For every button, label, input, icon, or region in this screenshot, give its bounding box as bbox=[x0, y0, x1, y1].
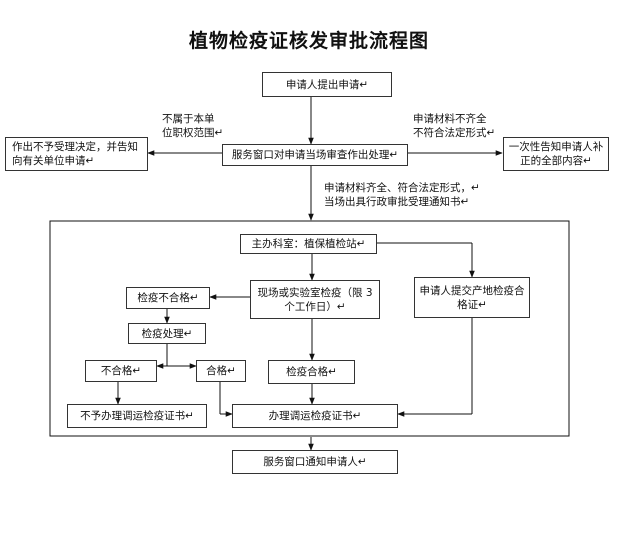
process-frame bbox=[49, 220, 570, 437]
node-inspection: 现场或实验室检疫（限 3 个工作日）↵ bbox=[250, 280, 380, 319]
node-main-dept: 主办科室：植保植检站↵ bbox=[240, 234, 377, 254]
node-unqualified: 不合格↵ bbox=[85, 360, 157, 382]
label-complete-1: 申请材料齐全、符合法定形式，↵ bbox=[324, 182, 480, 194]
node-no-cert: 不予办理调运检疫证书↵ bbox=[67, 404, 207, 428]
node-one-time-notice: 一次性告知申请人补正的全部内容↵ bbox=[503, 137, 609, 171]
node-notify: 服务窗口通知申请人↵ bbox=[232, 450, 398, 474]
label-complete-2: 当场出具行政审批受理通知书↵ bbox=[324, 196, 470, 208]
node-pass: 检疫合格↵ bbox=[268, 360, 355, 384]
node-issue-cert: 办理调运检疫证书↵ bbox=[232, 404, 398, 428]
node-window-check: 服务窗口对申请当场审查作出处理↵ bbox=[222, 144, 408, 166]
label-incomplete-1: 申请材料不齐全 bbox=[413, 113, 487, 125]
node-treatment: 检疫处理↵ bbox=[128, 323, 206, 344]
label-not-in-scope-1: 不属于本单 bbox=[162, 113, 215, 125]
node-not-accepted: 作出不予受理决定，并告知向有关单位申请↵ bbox=[5, 137, 148, 171]
label-incomplete-2: 不符合法定形式↵ bbox=[413, 127, 496, 139]
node-origin-cert: 申请人提交产地检疫合格证↵ bbox=[414, 277, 530, 318]
node-qualified: 合格↵ bbox=[196, 360, 246, 382]
node-apply: 申请人提出申请↵ bbox=[262, 72, 392, 97]
label-not-in-scope-2: 位职权范围↵ bbox=[162, 127, 224, 139]
page-title: 植物检疫证核发审批流程图 bbox=[188, 30, 429, 52]
node-fail: 检疫不合格↵ bbox=[126, 287, 210, 309]
